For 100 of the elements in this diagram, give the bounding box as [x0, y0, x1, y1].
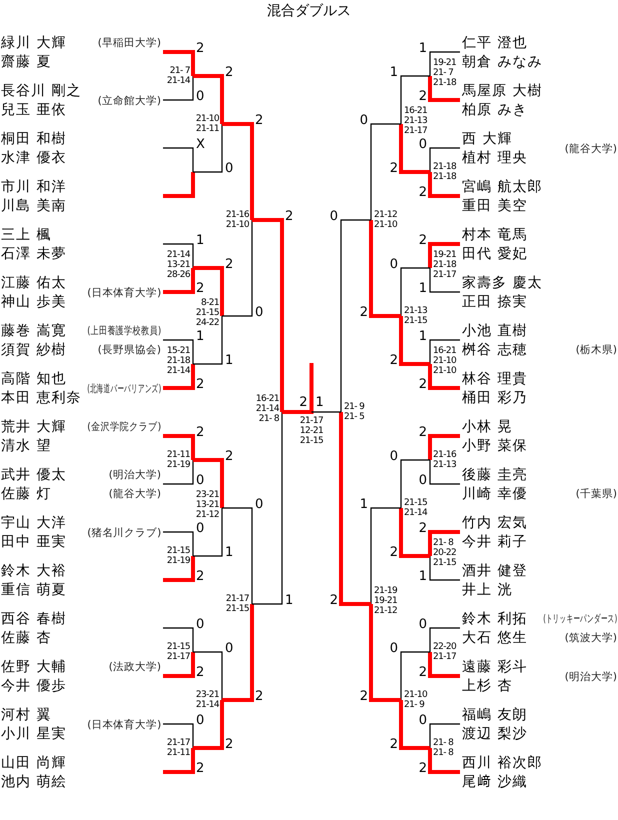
- player-name: 西谷 春樹: [1, 610, 66, 628]
- game-score: 21- 8: [433, 738, 454, 748]
- player-name: 今井 莉子: [462, 533, 528, 551]
- score-digit: 2: [418, 377, 427, 392]
- game-score: 21- 9: [344, 402, 364, 412]
- score-digit: 1: [418, 329, 427, 344]
- game-score: 19-21: [374, 596, 398, 606]
- player-name: 小林 晃: [462, 418, 512, 436]
- game-score: 15-21: [166, 346, 190, 356]
- game-score: 21-11: [166, 450, 190, 460]
- player-name: 河村 翼: [1, 706, 52, 724]
- score-digit: 2: [330, 593, 338, 608]
- score-digit: 0: [390, 449, 398, 464]
- score-digit: 0: [390, 641, 398, 656]
- player-name: 遠藤 彩斗: [462, 658, 528, 676]
- player-name: 井上 洸: [462, 581, 512, 599]
- game-score: 21-19: [166, 556, 190, 566]
- game-score: 21- 9: [404, 700, 424, 710]
- player-name: 桝谷 志穂: [462, 341, 528, 359]
- player-name: 川島 美南: [1, 197, 66, 215]
- game-score: 21- 7: [170, 66, 190, 76]
- affiliation-label: (龍谷大学): [564, 142, 617, 156]
- player-name: 荒井 大輝: [1, 418, 66, 436]
- player-name: 須賀 紗樹: [1, 341, 66, 359]
- game-score: 21-15: [196, 308, 219, 318]
- game-score: 13-21: [166, 260, 190, 270]
- game-score: 21-10: [433, 356, 456, 366]
- player-name: 佐野 大輔: [1, 658, 66, 676]
- player-name: 西川 裕次郎: [462, 754, 542, 772]
- game-score: 23-21: [196, 490, 219, 500]
- score-digit: 1: [225, 353, 234, 368]
- game-score: 21- 7: [433, 68, 454, 78]
- player-name: 佐藤 杏: [1, 629, 52, 647]
- game-score: 21-10: [374, 220, 398, 230]
- player-name: 家壽多 慶太: [462, 274, 542, 292]
- player-name: 兒玉 亜依: [1, 101, 66, 119]
- game-score: 21-15: [404, 498, 428, 508]
- game-score: 19-21: [433, 58, 456, 68]
- score-digit: 0: [255, 497, 264, 512]
- game-score: 24-22: [196, 318, 219, 328]
- game-score: 21-14: [196, 700, 219, 710]
- score-digit: 2: [255, 689, 264, 704]
- affiliation-label: (龍谷大学): [108, 487, 161, 501]
- player-name: 竹内 宏気: [462, 514, 528, 532]
- game-score: 21-12: [374, 210, 398, 220]
- player-name: 宇山 大洋: [1, 514, 66, 532]
- affiliation-label: (トリッキーパンダース): [543, 612, 617, 626]
- affiliation-label: (立命館大学): [98, 94, 161, 108]
- game-score: 21-17: [226, 594, 249, 604]
- score-digit: 2: [196, 41, 204, 56]
- game-score: 13-21: [196, 500, 219, 510]
- score-digit: 2: [390, 161, 398, 176]
- score-digit: 0: [418, 617, 427, 632]
- affiliation-label: (筑波大学): [564, 631, 617, 645]
- player-name: 川崎 幸優: [462, 485, 528, 503]
- game-score: 21-18: [433, 78, 456, 88]
- game-score: 20-22: [433, 548, 456, 558]
- player-name: 清水 望: [1, 437, 52, 455]
- game-score: 21-14: [256, 404, 279, 414]
- game-score: 21-15: [404, 316, 428, 326]
- player-name: 朝倉 みなみ: [462, 53, 542, 71]
- game-score: 21-16: [433, 450, 456, 460]
- player-name: 水津 優衣: [1, 149, 66, 167]
- player-name: 山田 尚輝: [1, 754, 66, 772]
- score-digit: 2: [360, 689, 368, 704]
- game-score: 21-11: [196, 124, 219, 134]
- affiliation-label: (長野県協会): [98, 343, 161, 357]
- score-digit: 1: [196, 233, 204, 248]
- score-digit: 2: [196, 377, 204, 392]
- score-digit: 0: [225, 641, 234, 656]
- game-score: 16-21: [404, 106, 428, 116]
- player-name: 武井 優太: [1, 466, 66, 484]
- game-score: 21-14: [404, 508, 428, 518]
- game-score: 21-12: [374, 606, 398, 616]
- player-name: 桶田 彩乃: [462, 389, 528, 407]
- score-digit: 2: [390, 353, 398, 368]
- game-score: 21-15: [166, 642, 190, 652]
- game-score: 21- 8: [433, 748, 454, 758]
- score-digit: 2: [418, 425, 427, 440]
- player-name: 西 大輝: [462, 130, 512, 148]
- score-digit: 1: [316, 395, 324, 410]
- score-digit: 2: [418, 665, 427, 680]
- player-name: 鈴木 大裕: [1, 562, 66, 580]
- score-digit: 0: [418, 137, 427, 152]
- player-name: 池内 萌絵: [1, 773, 66, 791]
- player-name: 宮嶋 航太郎: [462, 178, 542, 196]
- player-name: 長谷川 剛之: [1, 82, 82, 100]
- affiliation-label: (猪名川クラブ): [87, 526, 161, 540]
- player-name: 重信 萌夏: [1, 581, 66, 599]
- game-score: 21- 8: [433, 538, 454, 548]
- score-digit: 2: [418, 521, 427, 536]
- affiliation-label: (法政大学): [108, 660, 161, 674]
- player-name: 今井 優歩: [1, 677, 66, 695]
- score-digit: 2: [196, 761, 204, 776]
- score-digit: 1: [390, 65, 398, 80]
- player-name: 重田 美空: [462, 197, 528, 215]
- player-name: 高階 知也: [1, 370, 66, 388]
- affiliation-label: (明治大学): [564, 670, 617, 684]
- game-score: 21-18: [433, 172, 456, 182]
- score-digit: 0: [225, 161, 234, 176]
